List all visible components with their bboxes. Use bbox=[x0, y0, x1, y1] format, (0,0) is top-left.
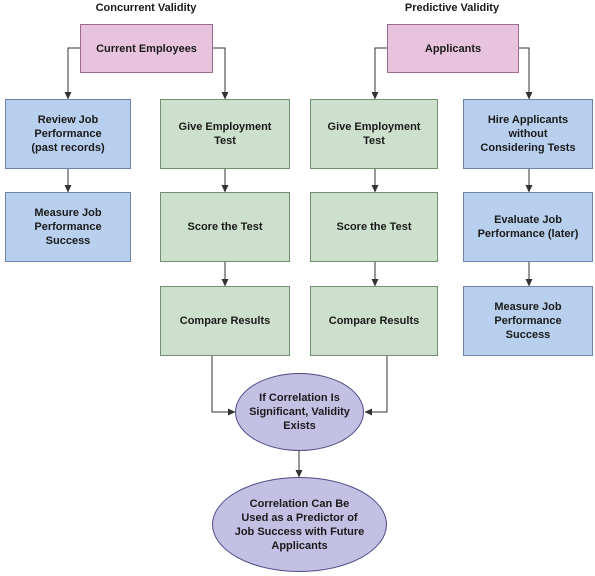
arrow-compare-to-correlation bbox=[211, 356, 236, 416]
current-employees-box: Current Employees bbox=[80, 24, 213, 73]
arrow-employees-to-review bbox=[64, 47, 80, 100]
compare-results-box: Compare Results bbox=[160, 286, 290, 356]
predictive-score-the-test-box: Score the Test bbox=[310, 192, 438, 262]
arrow-applicants-to-give-test bbox=[371, 47, 387, 100]
heading-concurrent-validity: Concurrent Validity bbox=[95, 2, 197, 14]
evaluate-job-performance-box: Evaluate Job Performance (later) bbox=[463, 192, 593, 262]
predictive-compare-results-box: Compare Results bbox=[310, 286, 438, 356]
give-employment-test-box: Give Employment Test bbox=[160, 99, 290, 169]
applicants-box: Applicants bbox=[387, 24, 519, 73]
review-job-performance-box: Review Job Performance (past records) bbox=[5, 99, 131, 169]
heading-predictive-validity: Predictive Validity bbox=[404, 2, 500, 14]
measure-job-performance-box: Measure Job Performance Success bbox=[5, 192, 131, 262]
arrow-employees-to-give-test bbox=[213, 47, 229, 100]
score-the-test-box: Score the Test bbox=[160, 192, 290, 262]
arrow-pred-compare-to-correlation bbox=[364, 356, 388, 416]
correlation-significant-oval: If Correlation Is Significant, Validity … bbox=[235, 373, 364, 451]
arrow-applicants-to-hire bbox=[519, 47, 533, 100]
predictive-give-employment-test-box: Give Employment Test bbox=[310, 99, 438, 169]
hire-applicants-box: Hire Applicants without Considering Test… bbox=[463, 99, 593, 169]
correlation-predictor-oval: Correlation Can Be Used as a Predictor o… bbox=[212, 477, 387, 572]
predictive-measure-job-performance-box: Measure Job Performance Success bbox=[463, 286, 593, 356]
